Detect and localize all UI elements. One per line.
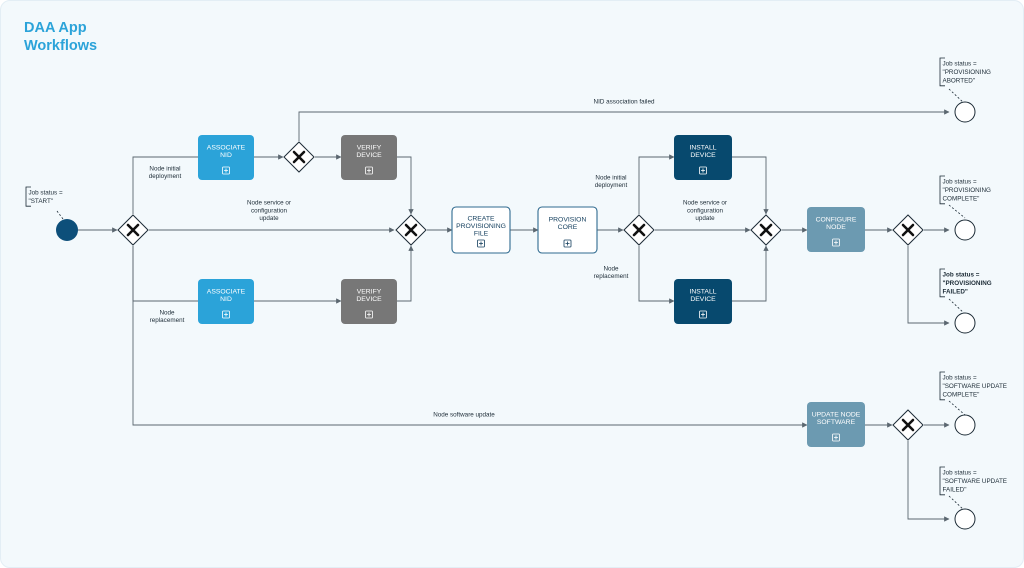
task-install-device-bottom[interactable] [674,279,732,324]
annotation-failed [939,268,945,298]
sequence-flow-5 [298,109,950,141]
annotation-text-start: Job status ="START" [29,190,63,206]
task-install-device-top[interactable] [674,135,732,180]
exclusive-gateway-7 [892,409,924,441]
task-box [807,402,865,447]
task-box [198,279,254,324]
flow-label-nid-association-failed: NID association failed [594,98,655,105]
task-provision-core[interactable] [537,206,598,254]
expand-subprocess-icon[interactable] [832,433,840,442]
task-create-provisioning-file[interactable] [451,206,511,254]
annotation-association-3 [948,204,966,219]
annotation-aborted [939,57,945,87]
task-box [807,207,865,252]
task-box [537,206,598,254]
sequence-flows [56,88,966,522]
task-update-node-software[interactable] [807,402,865,447]
end-event-sw-complete [954,414,976,436]
task-box [341,135,397,180]
page-title-line2: Workflows [24,38,98,54]
annotation-association-6 [948,495,966,512]
exclusive-gateway-5 [750,214,782,246]
exclusive-gateway-6 [892,214,924,246]
start-event [56,219,78,241]
expand-subprocess-icon[interactable] [699,310,707,319]
exclusive-gateway-1 [117,214,149,246]
annotation-association-4 [948,298,966,315]
annotation-start [25,186,31,207]
sequence-flow-15 [638,154,675,214]
sequence-flow-26 [907,441,950,522]
task-box [674,279,732,324]
expand-subprocess-icon[interactable] [563,239,572,248]
sequence-flow-23 [132,246,808,428]
task-configure-node[interactable] [807,207,865,252]
page-title-line1: DAA App [24,20,87,36]
task-verify-device-top[interactable] [341,135,397,180]
exclusive-gateway-3 [395,214,427,246]
task-associate-nid-bottom[interactable] [198,279,254,324]
task-box [674,135,732,180]
annotation-association-1 [56,210,64,220]
task-box [198,135,254,180]
expand-subprocess-icon[interactable] [222,310,230,319]
annotation-sw-complete [939,371,945,401]
expand-subprocess-icon[interactable] [222,166,230,175]
end-event-failed [954,312,976,334]
sequence-flow-18 [732,245,769,302]
end-event-sw-failed [954,508,976,530]
task-verify-device-bottom[interactable] [341,279,397,324]
task-box [451,206,511,254]
task-associate-nid-top[interactable] [198,135,254,180]
exclusive-gateway-4 [623,214,655,246]
sequence-flow-22 [907,246,950,326]
exclusive-gateway-2 [283,141,315,173]
sequence-flow-16 [732,156,769,215]
sequence-flow-7 [397,156,414,215]
expand-subprocess-icon[interactable] [365,310,373,319]
end-event-complete [954,219,976,241]
sequence-flow-8 [132,246,198,302]
end-event-aborted [954,101,976,123]
annotation-association-5 [948,400,966,416]
sequence-flow-17 [638,246,675,304]
expand-subprocess-icon[interactable] [699,166,707,175]
annotation-association-2 [948,88,966,105]
annotation-sw-failed [939,466,945,496]
sequence-flow-10 [397,245,414,302]
sequence-flow-3 [132,156,198,214]
expand-subprocess-icon[interactable] [477,239,485,248]
expand-subprocess-icon[interactable] [832,238,840,247]
expand-subprocess-icon[interactable] [365,166,373,175]
flow-shapes [25,57,976,530]
annotation-complete [939,175,945,205]
task-box [341,279,397,324]
flow-label-node-software-update: Node software update [433,411,495,418]
page-title: DAA App Workflows [24,19,97,55]
